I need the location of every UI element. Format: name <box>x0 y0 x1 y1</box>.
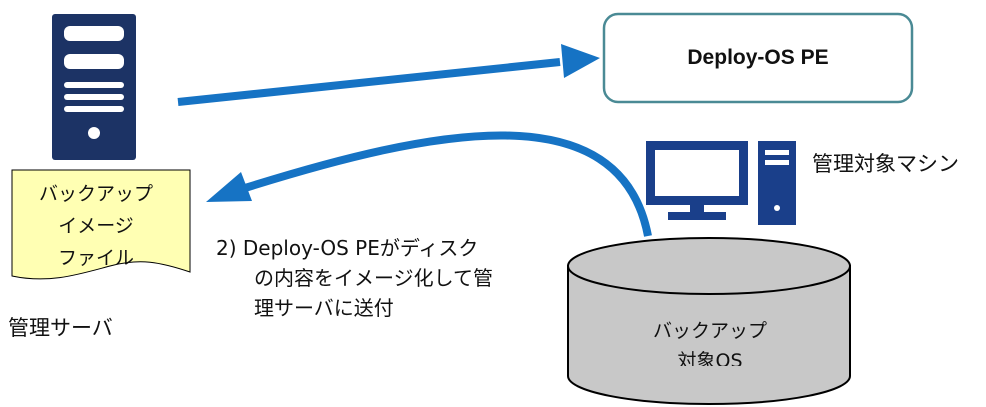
deploy-os-pe-label: Deploy-OS PE <box>687 46 829 69</box>
step-line: 理サーバに送付 <box>254 296 394 320</box>
backup-disk-cylinder <box>567 237 851 405</box>
step-line: 2) Deploy-OS PEがディスク <box>216 236 479 260</box>
backup-file-label: バックアップ イメージ ファイル <box>16 178 176 274</box>
disk-label: バックアップ 対象OS <box>570 316 850 366</box>
deploy-os-pe-box <box>602 12 914 104</box>
arrow-disk-to-file <box>206 131 652 237</box>
managed-machine-label: 管理対象マシン <box>812 152 959 176</box>
step-line: の内容をイメージ化して管 <box>254 266 493 290</box>
backup-file-line: イメージ <box>58 215 134 237</box>
arrow-server-to-pe <box>177 44 600 106</box>
managed-machine-icon <box>646 141 796 225</box>
backup-file-shape <box>11 169 191 280</box>
server-tower-icon <box>52 14 136 160</box>
management-server-label: 管理サーバ <box>8 316 113 340</box>
backup-file-line: バックアップ <box>38 183 153 205</box>
disk-line: 対象OS <box>677 350 743 366</box>
step-description: 2) Deploy-OS PEがディスク の内容をイメージ化して管 理サーバに送… <box>216 233 546 323</box>
disk-line: バックアップ <box>652 320 767 342</box>
backup-file-line: ファイル <box>57 247 134 269</box>
